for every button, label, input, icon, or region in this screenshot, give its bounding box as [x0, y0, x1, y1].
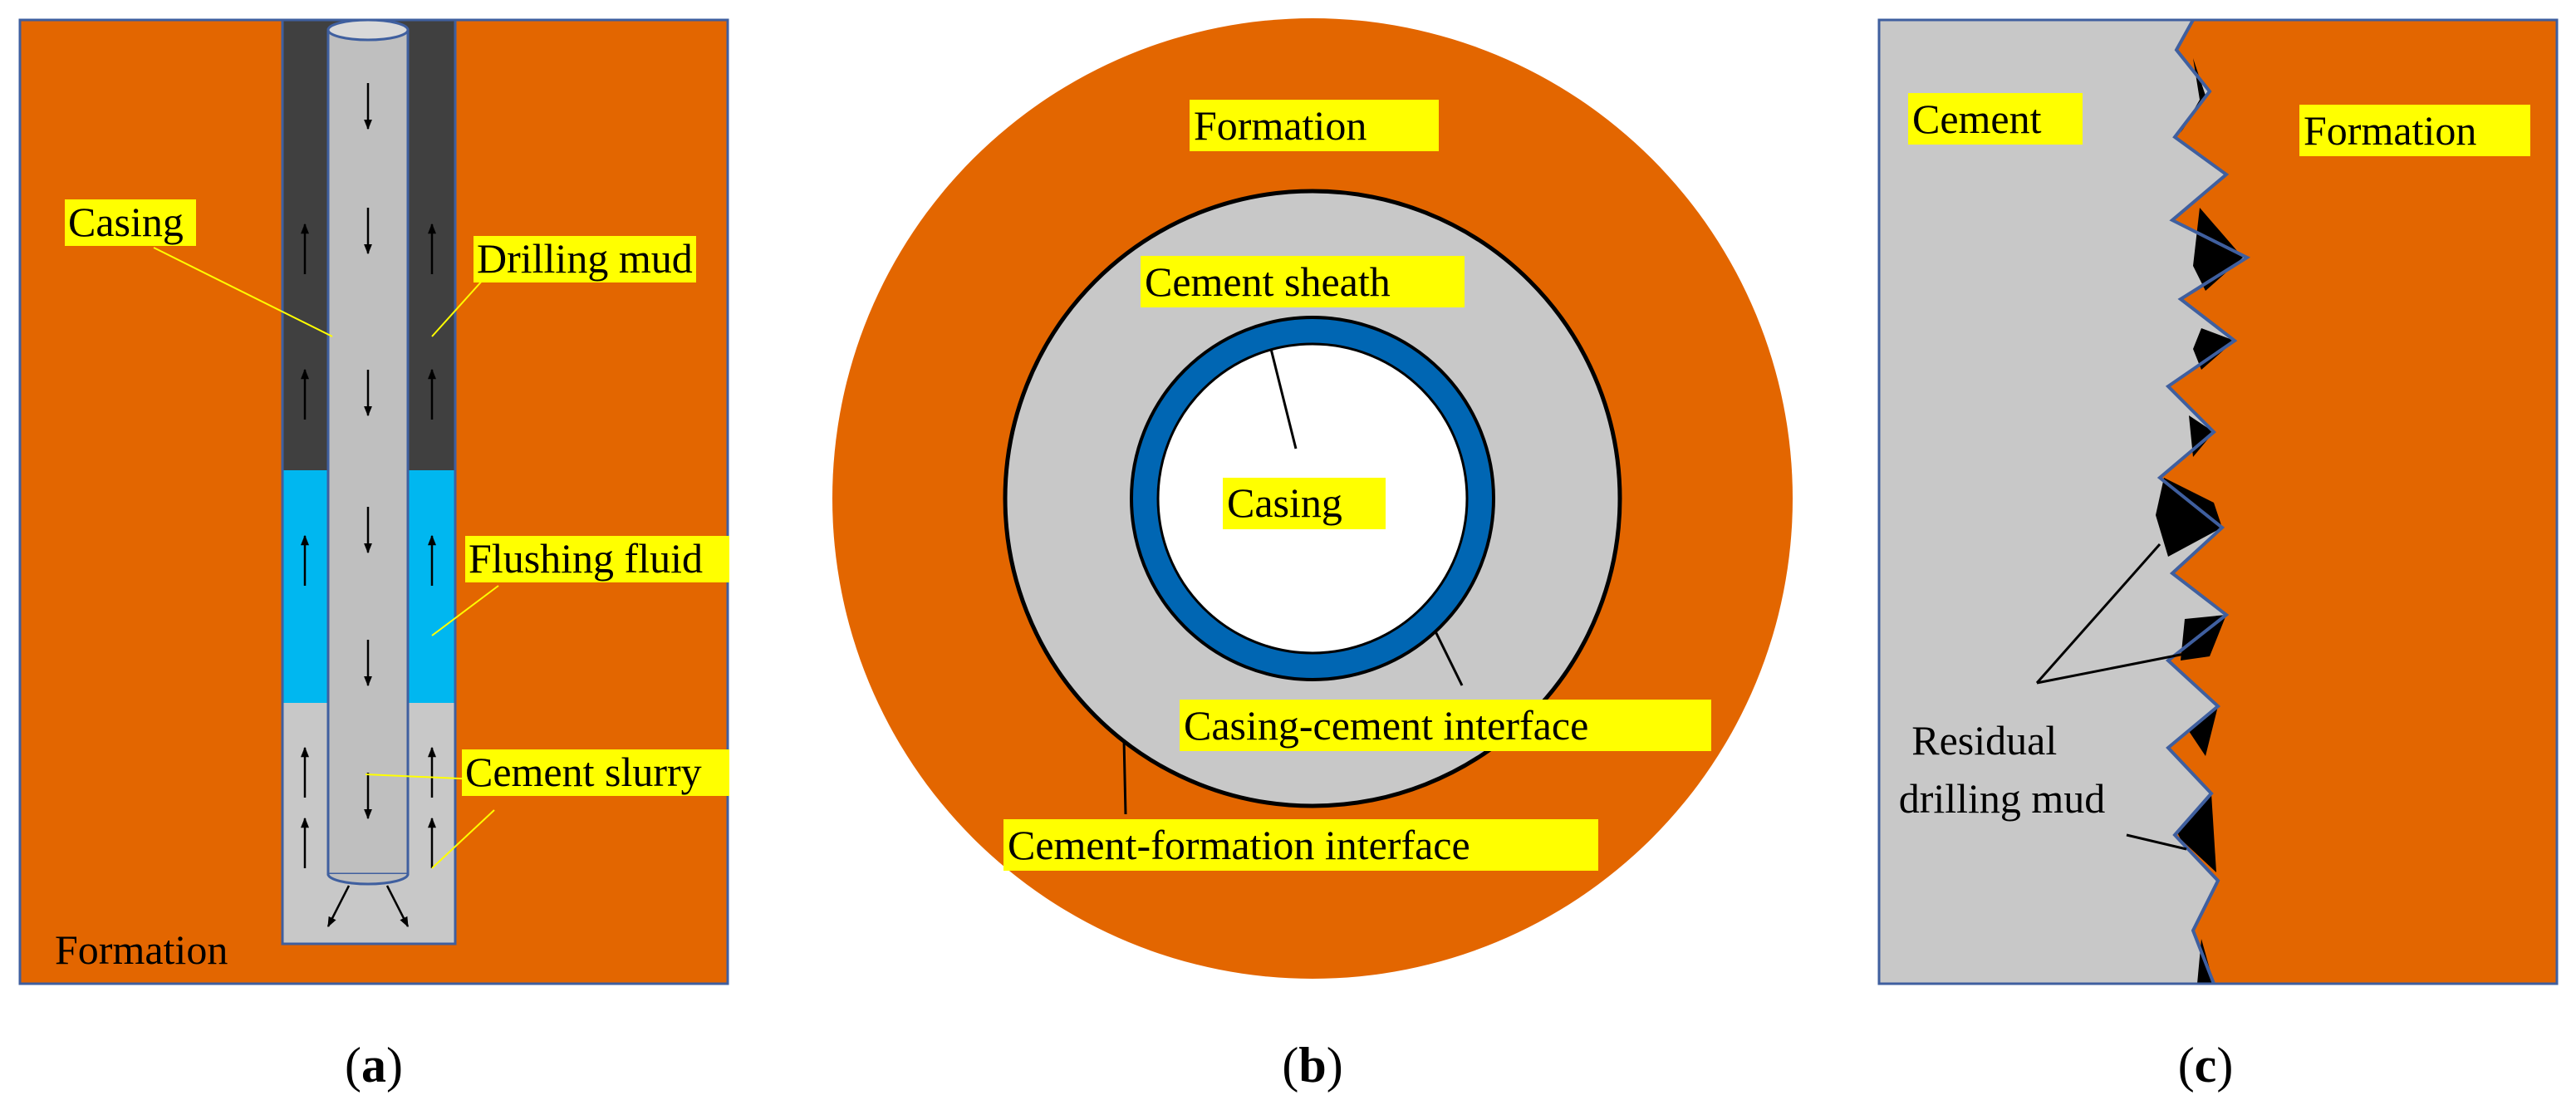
casing-pipe	[326, 28, 410, 876]
label-cement-slurry-a: Cement slurry	[465, 749, 702, 795]
label-bg	[2299, 105, 2530, 156]
label-flushing-fluid-a: Flushing fluid	[469, 535, 703, 582]
shoe-outflow-arrows	[326, 885, 410, 928]
label-bg	[1223, 478, 1386, 529]
mud-pocket	[2193, 328, 2235, 370]
label-bg	[473, 236, 696, 282]
label-casing-cement-interface: Casing-cement interface	[1184, 702, 1588, 749]
annulus-flow-arrows	[301, 223, 436, 868]
mud-pocket	[2156, 478, 2222, 557]
mud-pocket	[2189, 706, 2218, 756]
label-bg	[65, 199, 196, 246]
caption-c: (c)	[2178, 1038, 2234, 1093]
cement-formation-boundary	[2156, 19, 2251, 985]
label-bg	[1180, 700, 1711, 751]
label-bg	[462, 749, 729, 796]
mud-pocket	[2181, 615, 2226, 661]
caption-a: (a)	[345, 1038, 403, 1093]
label-bg	[1190, 100, 1439, 151]
label-casing-b: Casing	[1227, 479, 1342, 526]
label-bg	[465, 536, 729, 582]
label-residual-drilling-mud: Residual drilling mud	[1899, 717, 2106, 822]
label-bg	[1141, 256, 1465, 307]
mud-pocket	[2193, 208, 2243, 291]
label-drilling-mud-a: Drilling mud	[477, 235, 693, 282]
label-formation-c: Formation	[2304, 107, 2476, 154]
panel-b-leader-lines	[1122, 348, 1464, 815]
panel-a-wellbore-section: Casing Drilling mud Flushing fluid Cemen…	[18, 18, 729, 1093]
mud-pocket	[2176, 793, 2216, 872]
label-casing-a: Casing	[68, 199, 184, 245]
casing-bottom-end	[326, 873, 410, 886]
label-cement-sheath: Cement sheath	[1145, 258, 1391, 305]
label-bg	[1003, 819, 1598, 871]
formation-rough-region	[2160, 20, 2557, 984]
casing-top-opening	[326, 18, 410, 42]
panel-c-leader-lines	[2035, 543, 2194, 851]
caption-b: (b)	[1282, 1038, 1342, 1093]
label-bg	[1908, 93, 2083, 145]
panel-b-cross-section: Formation Cement sheath Casing Casing-ce…	[832, 18, 1793, 1093]
label-cement-formation-interface: Cement-formation interface	[1008, 822, 1470, 868]
panel-c-interface-detail: Cement Formation Residual drilling mud (…	[1877, 18, 2559, 1093]
label-cement-c: Cement	[1912, 96, 2042, 142]
panel-c-frame	[1877, 18, 2559, 985]
label-formation-a: Formation	[55, 926, 228, 973]
label-formation-b: Formation	[1194, 102, 1367, 149]
